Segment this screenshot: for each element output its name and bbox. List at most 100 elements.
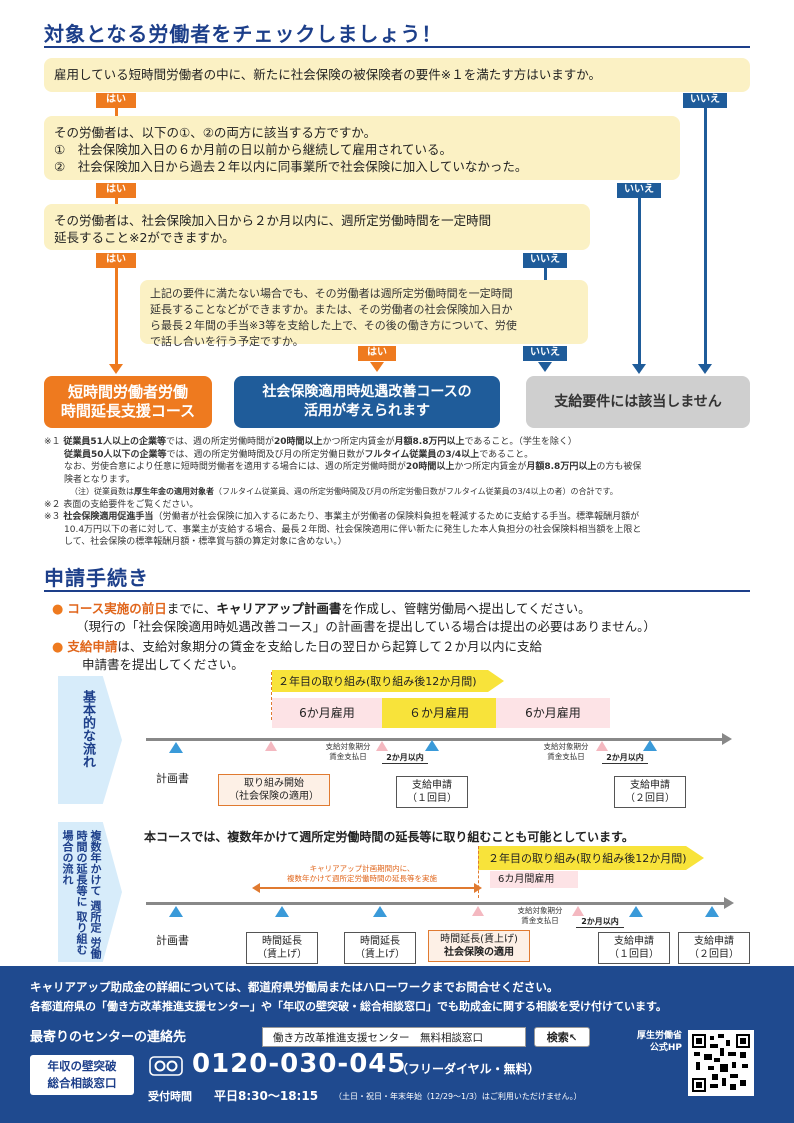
plan-label: 計画書 [156, 772, 189, 785]
result-orange: 短時間労働者労働時間延長支援コース [44, 376, 212, 428]
within-2-months: 2か月以内 [576, 916, 624, 928]
arrow-down-icon [698, 364, 712, 374]
arrow-down-icon [370, 362, 384, 372]
question-4: 上記の要件に満たない場合でも、その労働者は週所定労働時間を一定時間 延長すること… [140, 280, 588, 348]
mhlw-label: 厚生労働省公式HP [636, 1031, 682, 1053]
note-3-line2: 10.4万円以下の者に対して、事業主が支給する場合、最長２年間、社会保険適用に伴… [64, 524, 642, 535]
qr-code-icon[interactable] [688, 1030, 754, 1096]
blue-triangle-icon [169, 742, 183, 753]
timeline1-side-label: 基本的な流れ [80, 690, 95, 768]
question-4-line: 延長することなどができますか。または、その労働者の社会保険加入日か [150, 303, 513, 316]
timeline2-year2-text: ２年目の取り組み(取り組み後12か月間) [488, 852, 687, 865]
free-dial-icon [148, 1055, 184, 1077]
blue-triangle-icon [275, 906, 289, 917]
note-1-line3: なお、労使合意により任意に短時間労働者を適用する場合には、週の所定労働時間が20… [64, 462, 642, 472]
hours-note: （土日・祝日・年末年始（12/29～1/3）はご利用いただけません。） [334, 1092, 582, 1101]
range-arrow-icon [252, 883, 260, 893]
flow-line [115, 108, 118, 116]
flow-line [704, 108, 707, 364]
result-blue: 社会保険適用時処遇改善コースの活用が考えられます [234, 376, 500, 428]
window-label: 年収の壁突破総合相談窓口 [30, 1055, 134, 1095]
pay-date-label: 支給対象期分賃金支払日 [543, 742, 589, 761]
range-arrow-icon [474, 883, 482, 893]
question-3-line: 延長すること※2ができますか。 [54, 230, 235, 245]
note-3-line3: して、社会保険の標準報酬月額・標準賞与額の算定対象に含めない。） [64, 537, 347, 547]
notes: ※１ 従業員51人以上の企業等では、週の所定労働時間が20時間以上かつ所定内賃金… [44, 436, 756, 549]
dashed-marker [478, 846, 479, 898]
note-1-line1: ※１ 従業員51人以上の企業等では、週の所定労働時間が20時間以上かつ所定内賃金… [44, 437, 577, 447]
timeline1-year2-text: ２年目の取り組み(取り組み後12か月間) [278, 675, 477, 688]
pink-triangle-icon [472, 906, 484, 916]
note-1-line2: 従業員50人以下の企業等では、週の所定労働時間及び月の所定労働日数がフルタイム従… [64, 449, 534, 460]
within-2-months: 2か月以内 [602, 752, 648, 764]
free-dial-symbol [149, 1056, 183, 1076]
blue-triangle-icon [169, 906, 183, 917]
section1-heading: 対象となる労働者をチェックしましょう！ [44, 22, 443, 46]
result-orange-line: 短時間労働者労働 [67, 383, 188, 401]
range-line [256, 887, 478, 889]
application-2-box: 支給申請（２回目） [614, 776, 686, 808]
yellow-arrow-icon [272, 670, 504, 692]
start-line: （社会保険の適用） [229, 791, 319, 802]
note-1-line4: 険者となります。 [64, 474, 135, 485]
extension-1-box: 時間延長（賃上げ） [246, 932, 318, 964]
blue-triangle-icon [643, 740, 657, 751]
bullet-1: ● コース実施の前日までに、キャリアアップ計画書を作成し、管轄労働局へ提出してく… [52, 601, 591, 617]
flow-line [544, 268, 547, 280]
application-2-box: 支給申請（２回目） [678, 932, 750, 964]
result-gray-text: 支給要件には該当しません [554, 393, 722, 410]
timeline2-year2-banner: ２年目の取り組み(取り組み後12か月間) [478, 846, 704, 870]
result-gray: 支給要件には該当しません [526, 376, 750, 428]
phone-number[interactable]: 0120-030-045 [192, 1049, 407, 1079]
arrow-down-icon [538, 362, 552, 372]
question-1: 雇用している短時間労働者の中に、新たに社会保険の被保険者の要件※１を満たす方はい… [44, 58, 750, 92]
no-tag-3: いいえ [523, 253, 567, 268]
pink-triangle-icon [572, 906, 584, 916]
extension-2-box: 時間延長（賃上げ） [344, 932, 416, 964]
timeline2-axis [146, 902, 728, 905]
question-4-line: で話し合いを行う予定ですか。 [150, 335, 304, 348]
start-box: 取り組み開始 （社会保険の適用） [218, 774, 330, 806]
range-label: キャリアアップ計画期間内に、複数年かけて週所定労働時間の延長等を実施 [287, 864, 437, 883]
free-dial-label: （フリーダイヤル・無料） [396, 1062, 540, 1076]
footer-line-2: 各都道府県の「働き方改革推進支援センター」や「年収の壁突破・総合相談窓口」でも助… [30, 1000, 667, 1013]
bullet-2: ● 支給申請は、支給対象期分の賃金を支給した日の翌日から起算して２か月以内に支給 [52, 639, 542, 655]
bullet-1-sub: （現行の「社会保険適用時処遇改善コース」の計画書を提出している場合は提出の必要は… [76, 619, 656, 634]
no-tag-4: いいえ [523, 346, 567, 361]
nearest-center-label: 最寄りのセンターの連絡先 [30, 1030, 187, 1045]
result-blue-line: 活用が考えられます [304, 403, 430, 419]
no-tag-2: いいえ [617, 183, 661, 198]
cursor-icon: ↖ [568, 1033, 578, 1044]
blue-triangle-icon [373, 906, 387, 917]
plan-label: 計画書 [156, 934, 189, 947]
footer-line-1: キャリアアップ助成金の詳細については、都道府県労働局またはハローワークまでお問合… [30, 980, 559, 994]
yellow-arrow-icon [478, 846, 704, 870]
search-box[interactable]: 働き方改革推進支援センター 無料相談窓口 [262, 1027, 526, 1047]
pay-date-label: 支給対象期分賃金支払日 [325, 742, 371, 761]
flow-line [115, 198, 118, 204]
arrow-down-icon [632, 364, 646, 374]
pink-triangle-icon [376, 741, 388, 751]
segment-2: ６か月雇用 [382, 698, 496, 728]
question-1-text: 雇用している短時間労働者の中に、新たに社会保険の被保険者の要件※１を満たす方はい… [54, 67, 601, 82]
pink-triangle-icon [596, 741, 608, 751]
segment-3: 6か月雇用 [496, 698, 610, 728]
qr-pattern [692, 1034, 750, 1092]
question-2-line: ② 社会保険加入日から過去２年以内に同事業所で社会保険に加入していなかった。 [54, 159, 528, 174]
timeline2-side-label: 複数年かけて 週所定 労働時間の延長等に 取り組む場合の流れ [61, 830, 102, 959]
blue-triangle-icon [629, 906, 643, 917]
result-blue-line: 社会保険適用時処遇改善コースの [262, 384, 472, 400]
question-2-line: その労働者は、以下の①、②の両方に該当する方ですか。 [54, 125, 377, 140]
search-button[interactable]: 検索↖ [534, 1027, 590, 1047]
dashed-marker [271, 672, 272, 720]
axis-arrow-icon [724, 897, 734, 909]
pink-triangle-icon [265, 741, 277, 751]
start-line: 取り組み開始 [244, 778, 304, 789]
heading-rule [44, 590, 750, 592]
question-4-line: 上記の要件に満たない場合でも、その労働者は週所定労働時間を一定時間 [150, 287, 513, 300]
question-4-line: ら最長２年間の手当※3等を支給した上で、その後の働き方について、労使 [150, 319, 517, 332]
blue-triangle-icon [705, 906, 719, 917]
application-1-box: 支給申請（１回目） [598, 932, 670, 964]
yes-tag-2: はい [96, 183, 136, 198]
timeline1-axis [146, 738, 726, 741]
